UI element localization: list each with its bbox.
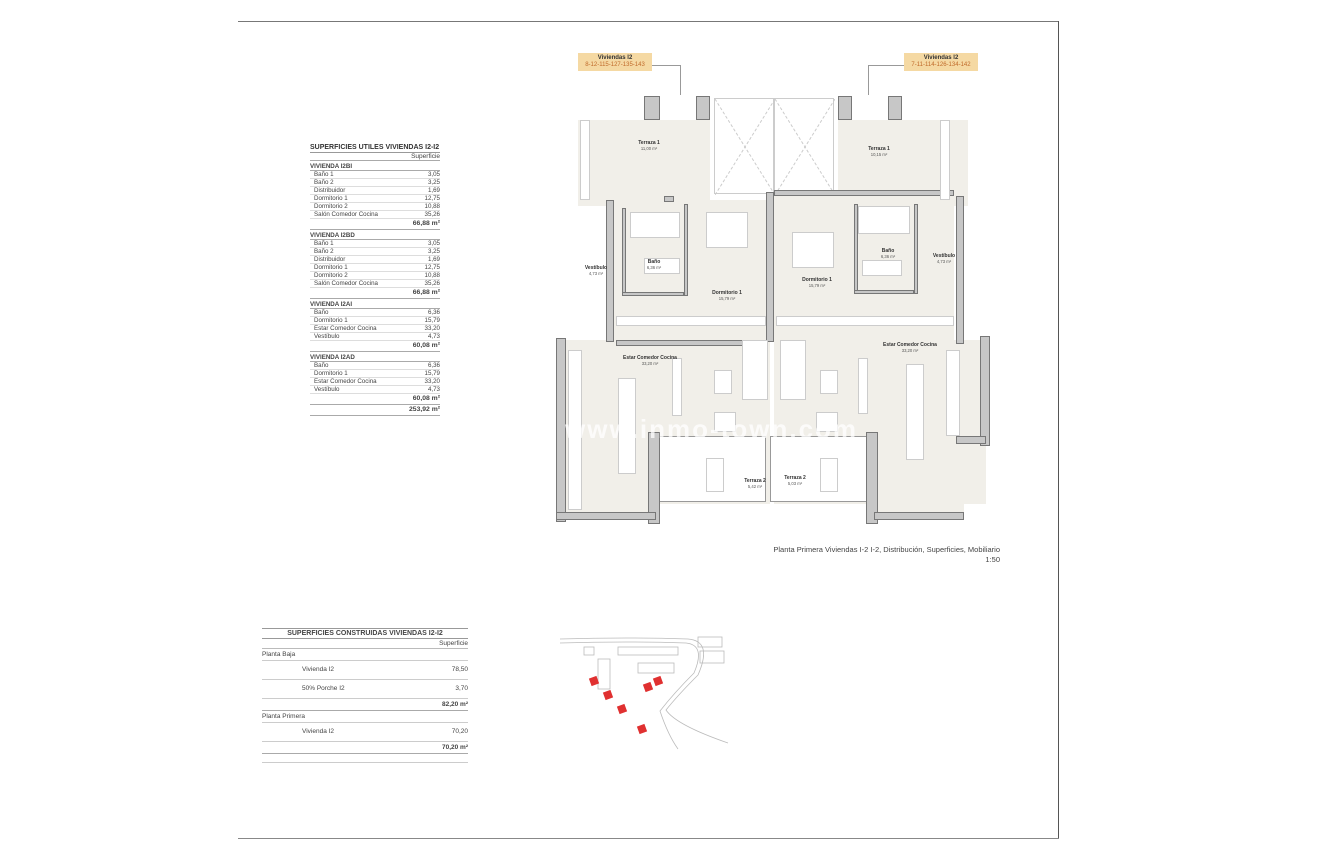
group-name: VIVIENDA I2AI <box>310 301 440 309</box>
group-name: VIVIENDA I2AD <box>310 354 440 362</box>
watermark: www.inmo-town.com <box>565 414 859 444</box>
group-total: 66,88 m² <box>310 219 440 230</box>
group-total: 60,08 m² <box>310 341 440 352</box>
useful-areas-header: Superficie <box>310 153 440 161</box>
frame-right-line <box>1058 21 1059 839</box>
built-areas-table: SUPERFICIES CONSTRUIDAS VIVIENDAS I2-I2 … <box>262 628 468 763</box>
group-total: 60,08 m² <box>310 394 440 405</box>
section-name: Planta Primera <box>262 711 468 723</box>
grand-total: 253,92 m² <box>310 405 440 416</box>
built-areas-title: SUPERFICIES CONSTRUIDAS VIVIENDAS I2-I2 <box>262 628 468 639</box>
housing-tag-right: Viviendas I2 7-11-114-126-134-142 <box>904 53 978 71</box>
frame-top-line <box>238 21 1059 22</box>
useful-areas-table: SUPERFICIES UTILES VIVIENDAS I2-I2 Super… <box>310 144 440 416</box>
plan-caption: Planta Primera Viviendas I-2 I-2, Distri… <box>773 545 1000 564</box>
site-location-map <box>559 636 729 750</box>
group-name: VIVIENDA I2BD <box>310 232 440 240</box>
section-name: Planta Baja <box>262 649 468 661</box>
group-name: VIVIENDA I2BI <box>310 163 440 171</box>
section-total: 70,20 m² <box>262 742 468 754</box>
housing-tag-left: Viviendas I2 8-12-115-127-135-143 <box>578 53 652 71</box>
floor-plan <box>556 92 1001 526</box>
group-total: 66,88 m² <box>310 288 440 299</box>
built-areas-header: Superficie <box>262 639 468 649</box>
section-total: 82,20 m² <box>262 699 468 711</box>
frame-bottom-line <box>238 838 1059 839</box>
useful-areas-title: SUPERFICIES UTILES VIVIENDAS I2-I2 <box>310 144 440 153</box>
